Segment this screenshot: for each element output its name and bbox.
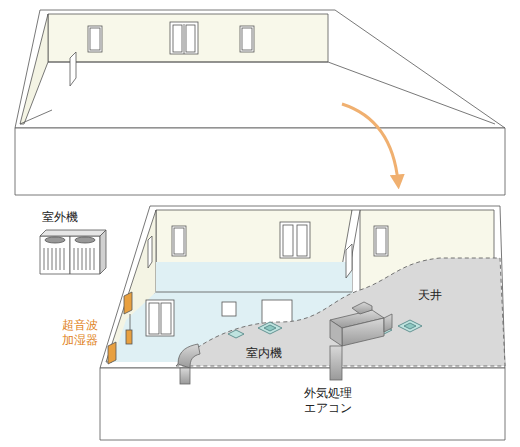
indoor-unit bbox=[228, 320, 422, 338]
humidifier-label: 超音波 加湿器 bbox=[62, 318, 99, 348]
outdoor-unit-label: 室外機 bbox=[42, 210, 78, 225]
transition-arrow bbox=[342, 104, 398, 182]
equipped-room bbox=[100, 206, 505, 440]
ceiling-label: 天井 bbox=[418, 288, 442, 303]
air-duct bbox=[178, 302, 392, 384]
outside-air-unit-label: 外気処理 エアコン bbox=[304, 386, 356, 416]
indoor-unit-label: 室内機 bbox=[246, 346, 282, 361]
empty-room bbox=[15, 10, 505, 195]
outdoor-unit bbox=[40, 230, 106, 274]
